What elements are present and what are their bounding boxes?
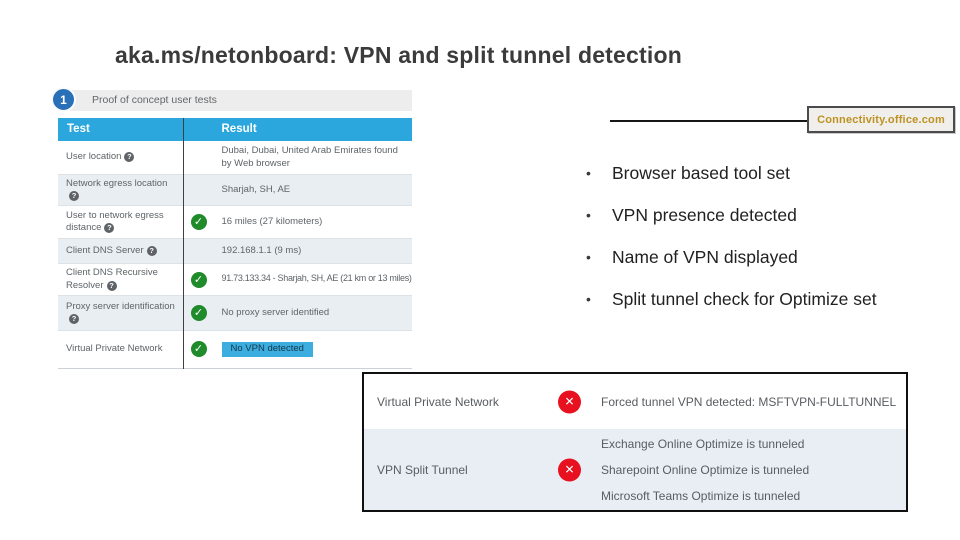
column-header-result: Result [183, 118, 412, 141]
help-icon[interactable]: ? [104, 223, 115, 234]
result-text: Dubai, Dubai, United Arab Emirates found… [221, 145, 398, 169]
column-header-test: Test [58, 118, 184, 141]
table-row: Network egress location? Sharjah, SH, AE [58, 174, 412, 206]
bullet-dot: • [586, 165, 591, 181]
bullet-dot: • [586, 291, 591, 307]
poc-test-screenshot: 1 Proof of concept user tests Test Resul… [51, 87, 412, 369]
result-text: 16 miles (27 kilometers) [221, 216, 323, 228]
check-icon: ✓ [190, 214, 207, 231]
bullet-dot: • [586, 207, 591, 223]
result-text: No proxy server identified [221, 306, 330, 318]
help-icon[interactable]: ? [124, 152, 135, 163]
bullet-item: • VPN presence detected [586, 202, 956, 229]
vpn-row: Virtual Private Network ✕ Forced tunnel … [364, 374, 906, 429]
table-header-row: Test Result [58, 118, 412, 141]
help-icon[interactable]: ? [69, 313, 79, 324]
help-icon[interactable]: ? [106, 280, 117, 291]
result-text: 192.168.1.1 (9 ms) [221, 245, 302, 257]
step-badge: 1 [51, 87, 76, 112]
result-text: Forced tunnel VPN detected: MSFTVPN-FULL… [601, 394, 897, 409]
test-label: Client DNS Server [66, 245, 144, 257]
error-icon: ✕ [558, 458, 581, 481]
result-text: 91.73.133.34 - Sharjah, SH, AE (21 km or… [221, 273, 412, 284]
result-text-group: Forced tunnel VPN detected: MSFTVPN-FULL… [601, 394, 896, 410]
bullet-item: • Browser based tool set [586, 160, 956, 187]
result-text-group: Exchange Online Optimize is tunneled Sha… [601, 431, 809, 509]
check-icon: ✓ [190, 341, 207, 358]
test-label: User to network egress distance [66, 209, 164, 234]
result-text: Sharjah, SH, AE [221, 183, 291, 195]
poc-banner-label: Proof of concept user tests [92, 94, 217, 106]
test-results-table: Test Result User location? Dubai, Dubai,… [58, 118, 412, 369]
test-label: Proxy server identification [66, 300, 175, 312]
callout-label: Connectivity.office.com [817, 113, 945, 126]
table-row: User to network egress distance? ✓ 16 mil… [58, 205, 412, 239]
error-icon: ✕ [558, 390, 581, 413]
help-icon[interactable]: ? [146, 246, 157, 257]
bullet-item: • Name of VPN displayed [586, 244, 956, 271]
check-icon: ✓ [190, 271, 207, 288]
poc-banner: 1 Proof of concept user tests [51, 87, 412, 112]
vpn-split-tunnel-row: VPN Split Tunnel ✕ Exchange Online Optim… [364, 429, 906, 510]
bullet-text: Browser based tool set [612, 163, 791, 183]
result-text: Exchange Online Optimize is tunneled [601, 436, 805, 451]
callout-connector-line [610, 120, 808, 122]
no-vpn-highlight: No VPN detected [221, 341, 313, 358]
page-title: aka.ms/netonboard: VPN and split tunnel … [115, 42, 682, 68]
bullet-text: Split tunnel check for Optimize set [612, 289, 877, 309]
check-icon: ✓ [190, 304, 207, 321]
result-text: Sharepoint Online Optimize is tunneled [601, 462, 810, 477]
table-row: Client DNS Recursive Resolver? ✓ 91.73.13… [58, 263, 412, 296]
help-icon[interactable]: ? [69, 190, 79, 201]
bullet-list: • Browser based tool set • VPN presence de… [586, 160, 956, 328]
test-label: Client DNS Recursive Resolver [66, 267, 158, 291]
test-label: Virtual Private Network [66, 343, 163, 355]
bullet-text: Name of VPN displayed [612, 247, 798, 267]
bullet-text: VPN presence detected [612, 205, 797, 225]
test-label: Virtual Private Network [377, 394, 499, 409]
bullet-dot: • [586, 249, 591, 265]
test-label: User location [66, 151, 122, 163]
test-label: VPN Split Tunnel [377, 462, 468, 477]
test-label: Network egress location [66, 177, 168, 189]
table-row: Client DNS Server? 192.168.1.1 (9 ms) [58, 238, 412, 264]
callout-box: Connectivity.office.com [807, 106, 955, 133]
table-row: Proxy server identification? ✓ No proxy s… [58, 295, 412, 331]
table-row: User location? Dubai, Dubai, United Arab… [58, 141, 412, 174]
result-text: Microsoft Teams Optimize is tunneled [601, 488, 801, 503]
vpn-result-panel: Virtual Private Network ✕ Forced tunnel … [362, 372, 908, 512]
bullet-item: • Split tunnel check for Optimize set [586, 286, 956, 313]
table-row: Virtual Private Network ✓ No VPN detected [58, 330, 412, 369]
